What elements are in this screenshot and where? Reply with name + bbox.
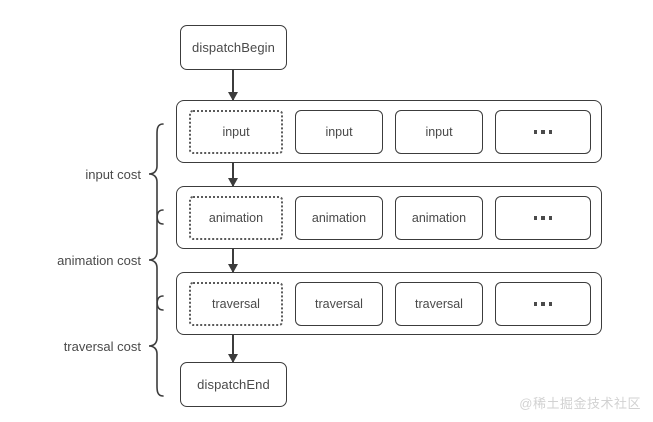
input-cell-3[interactable]: input: [395, 110, 483, 154]
traversal-cell-2[interactable]: traversal: [295, 282, 383, 326]
traversal-row-container: traversal traversal traversal: [176, 272, 602, 335]
traversal-cell-more[interactable]: [495, 282, 591, 326]
arrow-begin-to-input: [232, 69, 234, 100]
input-cost-label: input cost: [85, 166, 141, 182]
watermark: @稀土掘金技术社区: [519, 396, 641, 411]
input-cell-active-label: input: [222, 125, 250, 139]
animation-cell-3-label: animation: [411, 211, 467, 225]
traversal-cell-active[interactable]: traversal: [189, 282, 283, 326]
ellipsis-icon: [533, 216, 553, 220]
traversal-cost-annotation: traversal cost: [0, 294, 166, 398]
animation-cell-2-label: animation: [311, 211, 367, 225]
traversal-cell-active-label: traversal: [212, 297, 260, 311]
ellipsis-icon: [533, 302, 553, 306]
animation-cell-3[interactable]: animation: [395, 196, 483, 240]
input-cell-2-label: input: [325, 125, 353, 139]
curly-brace-icon: [148, 295, 164, 397]
input-cell-2[interactable]: input: [295, 110, 383, 154]
input-cell-more[interactable]: [495, 110, 591, 154]
animation-cell-active-label: animation: [208, 211, 264, 225]
animation-cell-more[interactable]: [495, 196, 591, 240]
traversal-cell-3[interactable]: traversal: [395, 282, 483, 326]
traversal-cost-label: traversal cost: [63, 338, 141, 354]
traversal-cell-3-label: traversal: [415, 297, 463, 311]
arrow-input-to-animation: [232, 163, 234, 186]
input-cell-active[interactable]: input: [189, 110, 283, 154]
input-cell-3-label: input: [425, 125, 453, 139]
animation-cell-2[interactable]: animation: [295, 196, 383, 240]
node-dispatch-begin: dispatchBegin: [180, 25, 287, 70]
arrow-animation-to-traversal: [232, 249, 234, 272]
node-dispatch-end: dispatchEnd: [180, 362, 287, 407]
animation-cell-active[interactable]: animation: [189, 196, 283, 240]
node-dispatch-end-label: dispatchEnd: [197, 377, 270, 392]
animation-cost-label: animation cost: [57, 252, 141, 268]
arrow-traversal-to-end: [232, 335, 234, 362]
input-row-container: input input input: [176, 100, 602, 163]
animation-row-container: animation animation animation: [176, 186, 602, 249]
traversal-cell-2-label: traversal: [315, 297, 363, 311]
node-dispatch-begin-label: dispatchBegin: [192, 40, 275, 55]
ellipsis-icon: [533, 130, 553, 134]
